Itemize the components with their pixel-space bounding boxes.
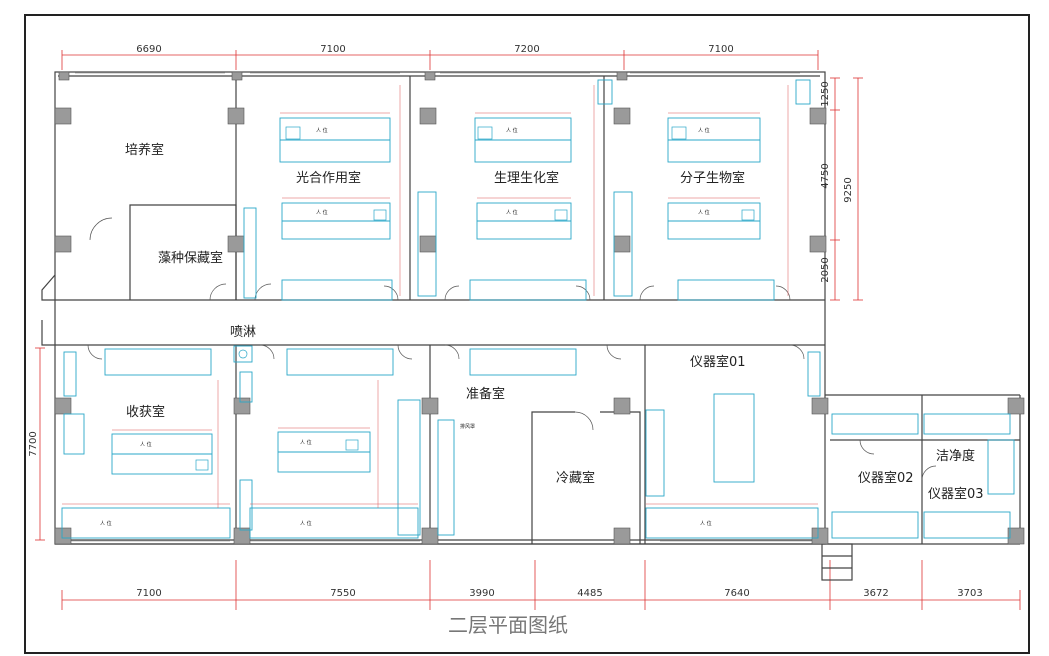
dimension-lines xyxy=(35,50,1021,610)
bench-label: 人 位 xyxy=(316,209,328,216)
drawing-border xyxy=(24,14,1030,654)
bottom-dim-7: 3703 xyxy=(957,588,982,599)
room-cold: 冷藏室 xyxy=(556,470,595,486)
bench-label: 人 位 xyxy=(506,209,518,216)
room-instrument-02: 仪器室02 xyxy=(858,470,914,486)
bench-label: 人 位 xyxy=(698,127,710,134)
room-physio: 生理生化室 xyxy=(494,170,559,186)
fume-hood-label: 排风罩 xyxy=(460,423,475,430)
bottom-dim-4: 4485 xyxy=(577,588,602,599)
bench-label: 人 位 xyxy=(698,209,710,216)
windows xyxy=(65,72,815,542)
room-prep: 准备室 xyxy=(466,386,505,402)
bench-label: 人 位 xyxy=(100,520,112,527)
room-algae: 藻种保藏室 xyxy=(158,250,223,266)
bench-label: 人 位 xyxy=(300,520,312,527)
room-instrument-03: 仪器室03 xyxy=(928,486,984,502)
top-dim-2: 7100 xyxy=(320,44,345,55)
bench-label: 人 位 xyxy=(300,439,312,446)
right-dim-2: 4750 xyxy=(820,163,831,188)
right-dim-total: 9250 xyxy=(843,177,854,202)
room-photosynthesis: 光合作用室 xyxy=(296,170,361,186)
bench-label: 人 位 xyxy=(140,441,152,448)
room-culture: 培养室 xyxy=(125,142,164,158)
bottom-dim-1: 7100 xyxy=(136,588,161,599)
sinks xyxy=(195,126,755,471)
room-instrument-01: 仪器室01 xyxy=(690,354,746,370)
room-harvest: 收获室 xyxy=(126,404,165,420)
right-dim-1: 1250 xyxy=(820,81,831,106)
bottom-dim-3: 3990 xyxy=(469,588,494,599)
drawing-title: 二层平面图纸 xyxy=(448,613,568,637)
bottom-dim-2: 7550 xyxy=(330,588,355,599)
bottom-dim-6: 3672 xyxy=(863,588,888,599)
lab-benches xyxy=(61,79,1015,539)
bottom-dim-5: 7640 xyxy=(724,588,749,599)
bench-label: 人 位 xyxy=(316,127,328,134)
right-dim-3: 2050 xyxy=(820,257,831,282)
room-shower: 喷淋 xyxy=(230,325,256,340)
room-molecular: 分子生物室 xyxy=(680,170,745,186)
bench-dimension-ticks xyxy=(62,85,818,508)
left-dim: 7700 xyxy=(28,431,39,456)
top-dim-4: 7100 xyxy=(708,44,733,55)
bench-label: 人 位 xyxy=(506,127,518,134)
top-dim-3: 7200 xyxy=(514,44,539,55)
room-clean: 洁净度 xyxy=(936,448,975,464)
bench-label: 人 位 xyxy=(700,520,712,527)
top-dim-1: 6690 xyxy=(136,44,161,55)
